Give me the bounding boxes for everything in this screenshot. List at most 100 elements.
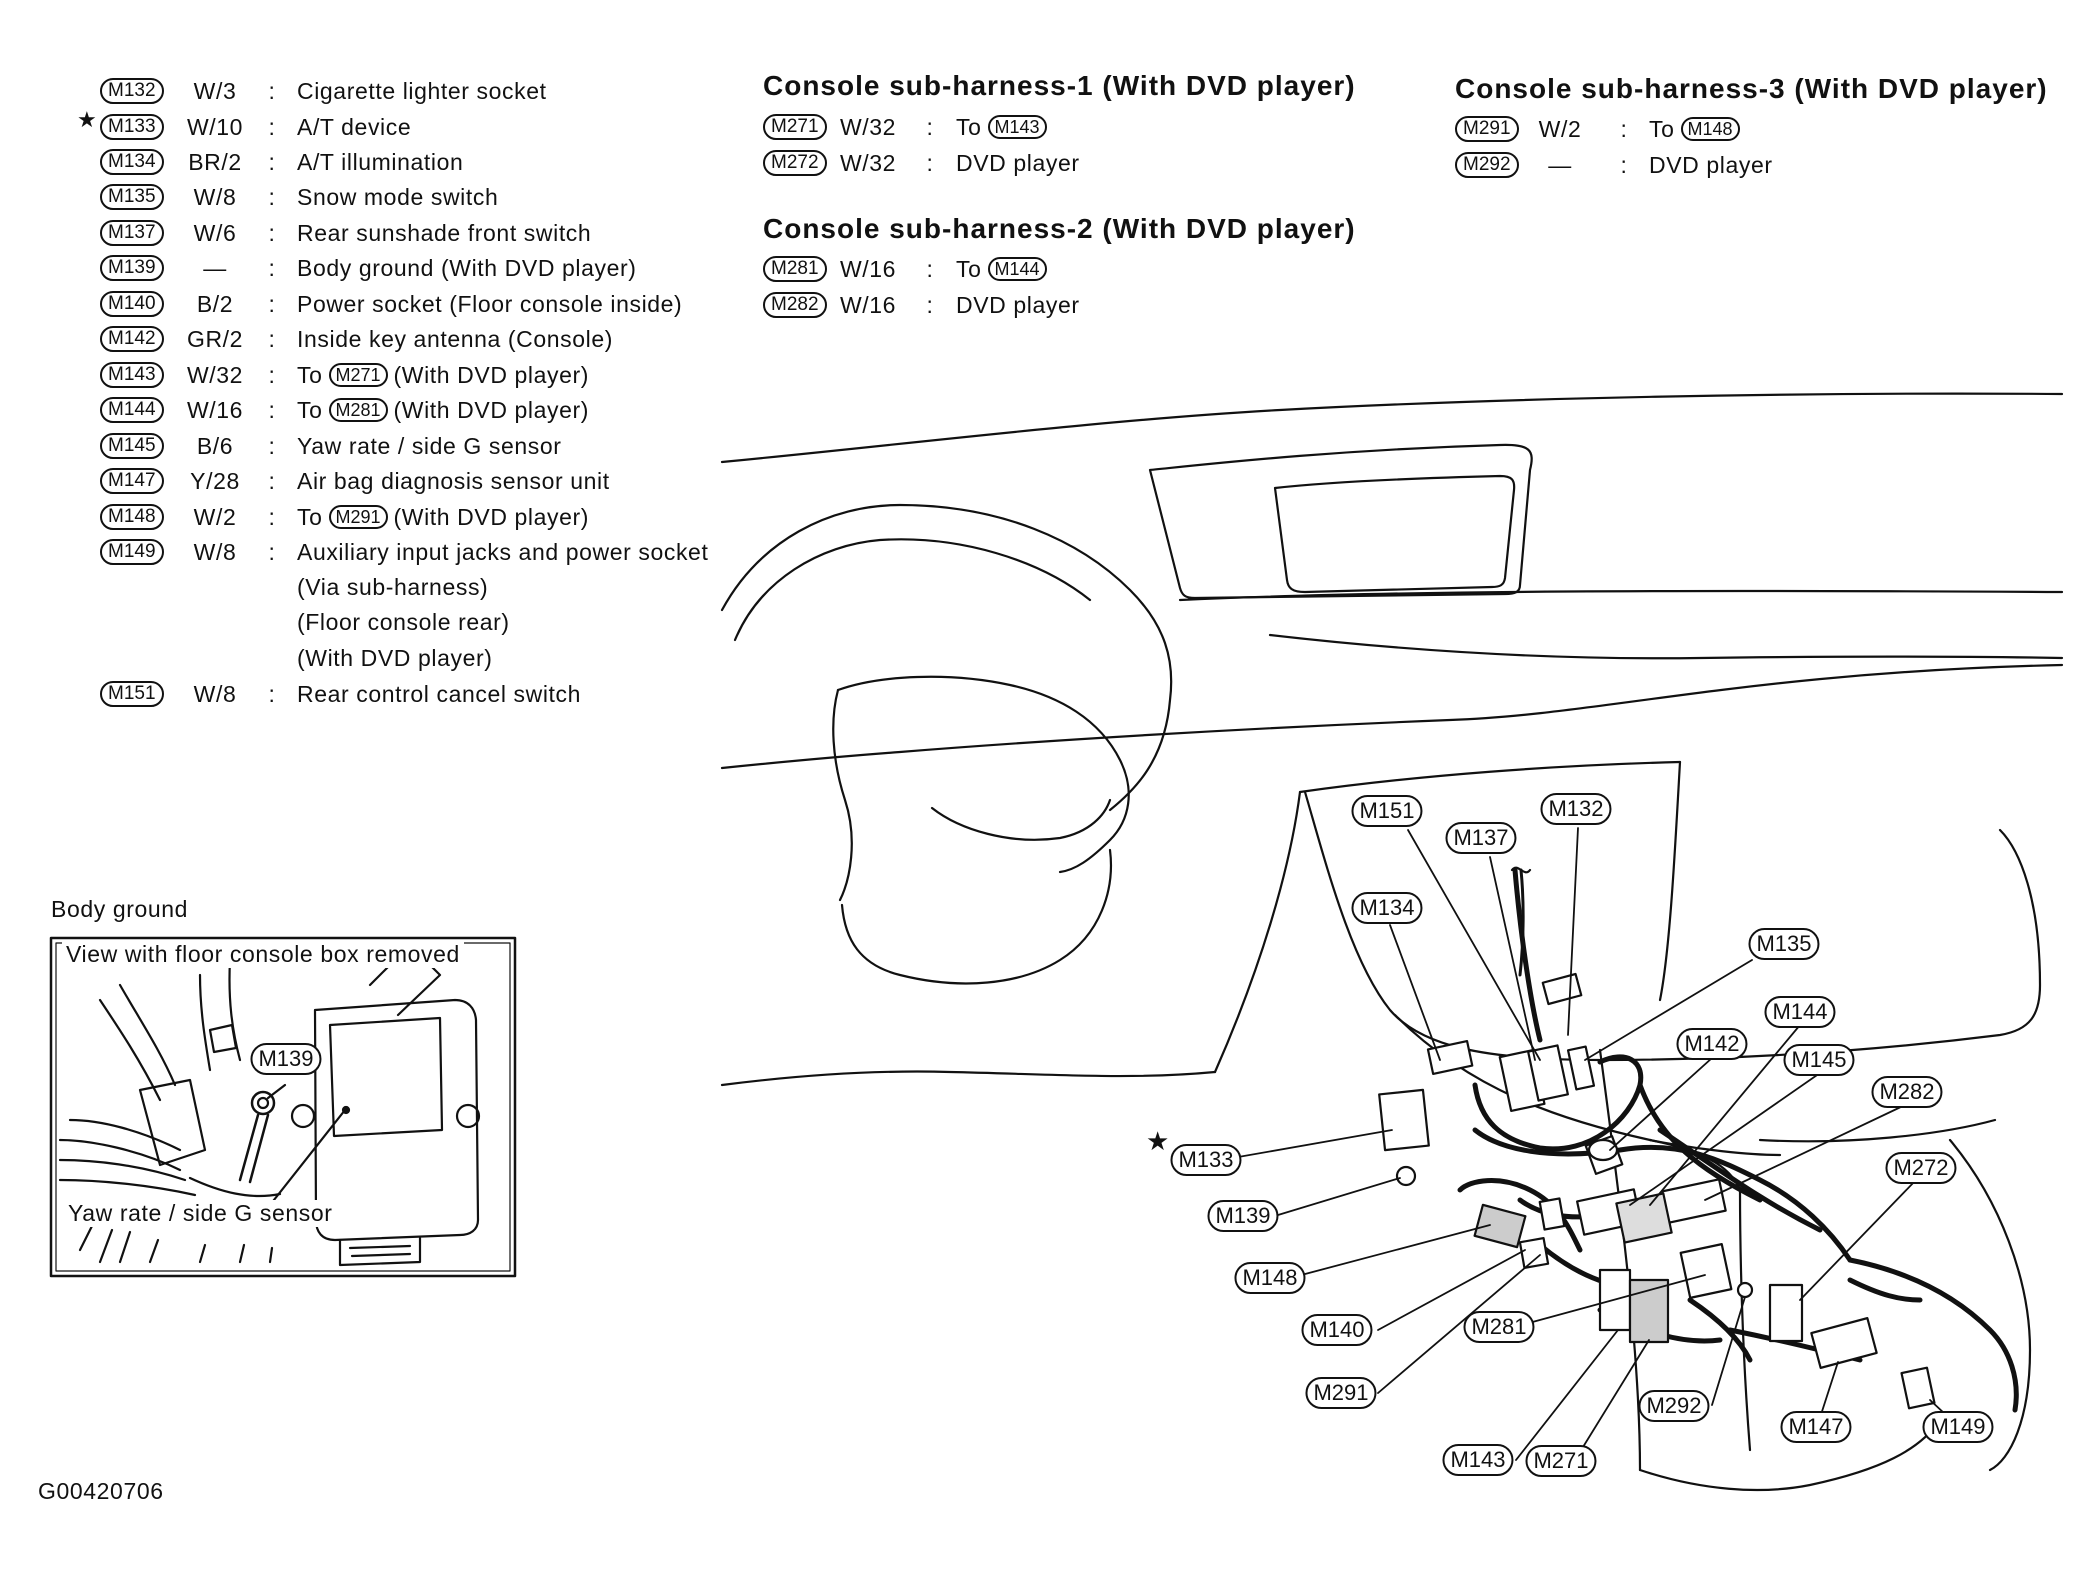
separator: :	[268, 361, 276, 388]
inset-caption: Body ground	[51, 896, 189, 922]
connector-ref: M144	[987, 257, 1047, 281]
separator: :	[268, 325, 276, 352]
connector-m135	[1566, 1045, 1596, 1091]
connector-m149	[1900, 1366, 1936, 1410]
wire-code: B/2	[196, 290, 234, 317]
connector-description: Body ground (With DVD player)	[297, 254, 637, 281]
connector-description: DVD player	[956, 291, 1080, 318]
desc-suffix: (With DVD player)	[393, 396, 590, 423]
connector-description: A/T illumination	[297, 148, 464, 175]
connector-description-line: (With DVD player)	[297, 645, 493, 671]
connector-id: M147	[100, 468, 164, 494]
connector-description: Inside key antenna (Console)	[297, 325, 613, 352]
connector-m144	[1615, 1192, 1673, 1244]
connector-description: To M143	[956, 114, 1047, 141]
connector-description: Yaw rate / side G sensor	[297, 432, 562, 459]
callout-m142: M142	[1676, 1028, 1748, 1060]
callout-m271: M271	[1525, 1445, 1597, 1477]
connector-ref: M148	[1680, 117, 1740, 141]
desc-prefix: To	[956, 113, 982, 140]
separator: :	[268, 290, 276, 317]
callout-m281: M281	[1463, 1311, 1535, 1343]
wire-code: Y/28	[190, 467, 240, 494]
separator: :	[268, 396, 276, 423]
connector-description: Cigarette lighter socket	[297, 77, 547, 104]
callout-m144: M144	[1764, 996, 1836, 1028]
connector-id: M148	[100, 504, 164, 530]
wire-code: W/32	[839, 149, 897, 176]
wire-code: W/6	[193, 219, 237, 246]
connector-id: M139	[100, 255, 164, 281]
inset-sensor-label: Yaw rate / side G sensor	[66, 1200, 335, 1227]
star-marker: ★	[77, 107, 97, 132]
separator: :	[268, 148, 276, 175]
harness-wires	[1457, 867, 2019, 1413]
wire-code: GR/2	[186, 325, 244, 352]
separator: :	[268, 467, 276, 494]
callout-m143: M143	[1442, 1444, 1514, 1476]
separator: :	[268, 254, 276, 281]
wire-code: W/10	[186, 113, 244, 140]
connector-ref: M271	[328, 363, 388, 387]
desc-prefix: To	[297, 361, 323, 388]
connector-description-line: (Floor console rear)	[297, 609, 510, 635]
ground-eyelet-m139	[1395, 1165, 1417, 1187]
connector-description: Air bag diagnosis sensor unit	[297, 467, 610, 494]
antenna-tip	[1510, 866, 1532, 874]
ground-eyelet-m292	[1736, 1281, 1754, 1299]
wire-code: —	[1548, 151, 1572, 178]
connector-m133	[1378, 1088, 1430, 1152]
callout-m132: M132	[1540, 793, 1612, 825]
connector-id: M281	[763, 256, 827, 282]
connector-id: M137	[100, 220, 164, 246]
connector-m151	[1527, 1044, 1569, 1102]
separator: :	[268, 538, 276, 565]
separator: :	[926, 255, 934, 282]
wire-code: W/16	[839, 255, 897, 282]
connector-id: M143	[100, 362, 164, 388]
wire-code: W/8	[193, 538, 237, 565]
sub-harness-title: Console sub-harness-1 (With DVD player)	[763, 70, 1356, 101]
connector-id: M149	[100, 539, 164, 565]
inset-diagram	[49, 936, 517, 1278]
figure-id: G00420706	[38, 1478, 164, 1504]
callout-m291: M291	[1305, 1377, 1377, 1409]
connector-m148	[1473, 1203, 1527, 1249]
connector-id: M291	[1455, 116, 1519, 142]
connector-description: Snow mode switch	[297, 183, 499, 210]
connector-id: M140	[100, 291, 164, 317]
connector-m272	[1768, 1283, 1804, 1343]
connector-ref: M291	[328, 505, 388, 529]
connector-description: A/T device	[297, 113, 412, 140]
connector-id: M271	[763, 114, 827, 140]
connector-ref: M281	[328, 398, 388, 422]
connector-description-line: (Via sub-harness)	[297, 574, 489, 600]
callout-m145: M145	[1783, 1044, 1855, 1076]
wire-code: W/8	[193, 183, 237, 210]
separator: :	[268, 432, 276, 459]
connector-id: M145	[100, 433, 164, 459]
callout-m139: M139	[1207, 1200, 1279, 1232]
wire-code: W/8	[193, 680, 237, 707]
display-screen-outline	[1148, 443, 1533, 600]
callout-m148: M148	[1234, 1262, 1306, 1294]
wire-code: W/2	[1538, 115, 1582, 142]
leader-lines	[1203, 827, 1961, 1461]
connector-id: M132	[100, 78, 164, 104]
connector-id: M135	[100, 184, 164, 210]
wire-code: W/32	[839, 113, 897, 140]
dashboard-outline	[720, 392, 2064, 1087]
desc-prefix: To	[297, 503, 323, 530]
connector-id: M134	[100, 149, 164, 175]
callout-m137: M137	[1445, 822, 1517, 854]
connector-description: Auxiliary input jacks and power socket	[297, 538, 709, 565]
connector-m134	[1426, 1040, 1474, 1075]
connector-description: DVD player	[1649, 151, 1773, 178]
connector-ref: M143	[987, 115, 1047, 139]
connector-description: To M148	[1649, 116, 1740, 143]
connector-m271	[1628, 1278, 1670, 1344]
callout-m151: M151	[1351, 795, 1423, 827]
antenna-wire	[1518, 868, 1525, 977]
wire-code: W/3	[193, 77, 237, 104]
